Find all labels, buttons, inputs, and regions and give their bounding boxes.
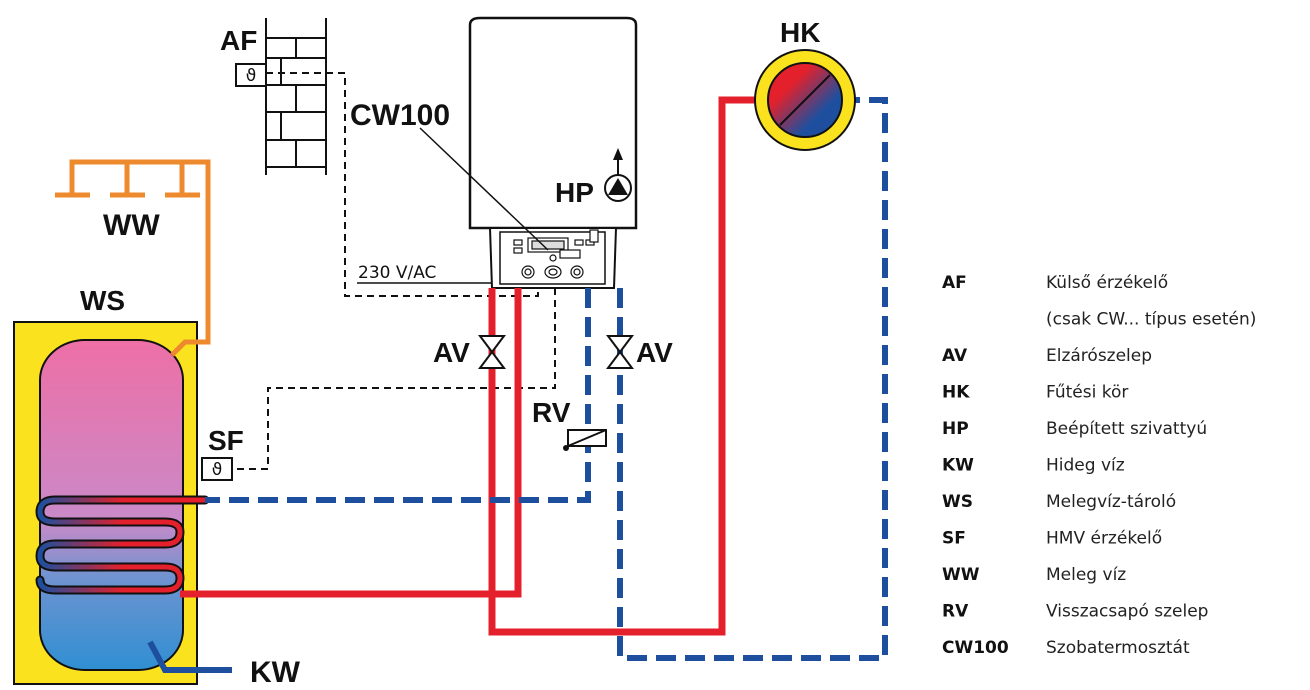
outdoor-sensor-wall [265,18,327,175]
shutoff-valve-left [478,335,506,369]
label-ww: WW [103,209,160,242]
sensor-wiring [232,72,556,470]
hot-water-pipe [55,159,211,357]
boiler-control-panel [513,229,599,279]
outdoor-sensor-af: ϑ [235,63,267,87]
label-voltage: 230 V/AC [358,263,436,283]
legend-abbr: AV [942,346,968,366]
legend: AF Külső érzékelő (csak CW... típus esetén… [942,273,1256,658]
legend-description: (csak CW... típus esetén) [1046,310,1256,330]
legend-abbr: CW100 [942,638,1009,658]
label-sf: SF [208,425,244,456]
label-hp: HP [555,177,594,208]
supply-pipe [180,96,765,636]
legend-description: Külső érzékelő [1046,273,1168,293]
legend-abbr: AF [942,273,967,293]
legend-description: Hideg víz [1046,456,1125,476]
cw100-pointer [419,127,549,251]
legend-description: Melegvíz-tároló [1046,492,1176,512]
legend-abbr: HK [942,383,970,403]
label-av-right: AV [636,337,673,368]
legend-abbr: SF [942,529,966,549]
tank-sensor-sf: ϑ [201,457,233,481]
legend-abbr: KW [942,456,974,476]
label-kw: KW [250,656,301,689]
legend-description: Beépített szivattyú [1046,419,1207,439]
outdoor-sensor-symbol: ϑ [246,66,257,86]
legend-abbr: HP [942,419,969,439]
shutoff-valve-right [606,335,634,369]
legend-description: Visszacsapó szelep [1046,602,1208,622]
legend-description: Szobatermosztát [1046,638,1190,658]
legend-description: Meleg víz [1046,565,1126,585]
tank-sensor-symbol: ϑ [212,460,223,480]
legend-abbr: WW [942,565,980,585]
legend-abbr: RV [942,602,969,622]
label-hk: HK [780,17,820,48]
label-ws: WS [80,285,125,316]
heating-circuit-hk [754,49,856,151]
legend-abbr: WS [942,492,973,512]
check-valve-rv [563,429,607,451]
legend-description: HMV érzékelő [1046,529,1162,549]
return-pipe [205,97,888,661]
label-av-left: AV [433,337,470,368]
legend-description: Fűtési kör [1046,383,1128,403]
pump-icon [604,148,632,202]
label-rv: RV [532,397,571,428]
cold-water-pipe [147,640,232,673]
legend-description: Elzárószelep [1046,346,1152,366]
label-cw100: CW100 [350,99,450,132]
heating-coil [35,495,210,595]
label-af: AF [220,25,257,56]
